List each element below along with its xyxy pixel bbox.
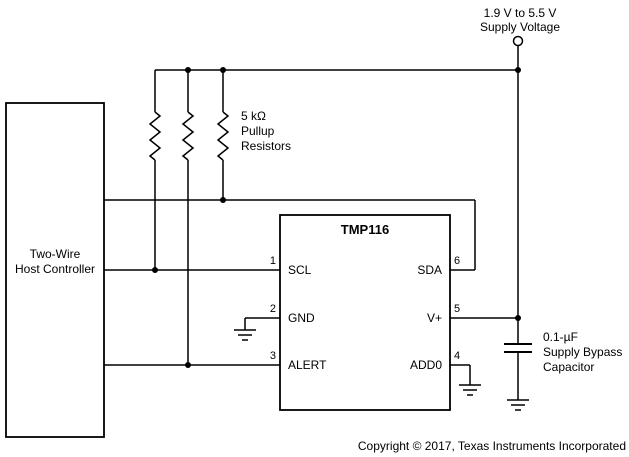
pin-label-vplus: V+ [427, 311, 442, 325]
junction-dot [220, 197, 226, 203]
pin-label-alert: ALERT [288, 358, 327, 372]
host-controller-box [5, 102, 105, 438]
ground-icon [459, 384, 481, 396]
pin-label-add0: ADD0 [410, 358, 442, 372]
capacitor-value-label: 0.1-µF [543, 330, 578, 344]
junction-dot [515, 67, 521, 73]
ground-icon [234, 329, 256, 341]
pullup-label-line1: Pullup [241, 124, 275, 138]
pin-number-sda: 6 [454, 255, 460, 267]
junction-dot [152, 267, 158, 273]
tmp116-title: TMP116 [341, 222, 389, 237]
pullup-resistor2-icon [181, 111, 195, 161]
tmp116-box [279, 214, 451, 411]
host-controller-label-line2: Host Controller [15, 262, 95, 276]
capacitor-label-line2: Capacitor [543, 360, 594, 374]
pin-number-gnd: 2 [270, 303, 276, 315]
pin-number-alert: 3 [270, 350, 276, 362]
capacitor-label-line1: Supply Bypass [543, 345, 622, 359]
pin-label-sda: SDA [417, 263, 442, 277]
junction-dot [220, 67, 226, 73]
junction-dot [185, 67, 191, 73]
supply-terminal-icon [512, 35, 524, 47]
capacitor-icon [504, 343, 532, 353]
pin-label-scl: SCL [288, 263, 312, 277]
pullup-resistor1-icon [148, 111, 162, 161]
copyright-text: Copyright © 2017, Texas Instruments Inco… [358, 439, 626, 453]
pullup-resistor3-icon [216, 111, 230, 161]
supply-voltage-range-label: 1.9 V to 5.5 V [484, 6, 557, 20]
pullup-label-line2: Resistors [241, 139, 291, 153]
pin-label-gnd: GND [288, 311, 315, 325]
junction-dot [515, 315, 521, 321]
pin-number-scl: 1 [270, 255, 276, 267]
supply-voltage-label: Supply Voltage [480, 20, 560, 34]
ground-icon [507, 399, 529, 411]
pin-number-vplus: 5 [454, 303, 460, 315]
pin-number-add0: 4 [454, 350, 460, 362]
host-controller-label-line1: Two-Wire [30, 247, 81, 261]
junction-dot [185, 362, 191, 368]
pullup-value-label: 5 kΩ [241, 109, 266, 123]
